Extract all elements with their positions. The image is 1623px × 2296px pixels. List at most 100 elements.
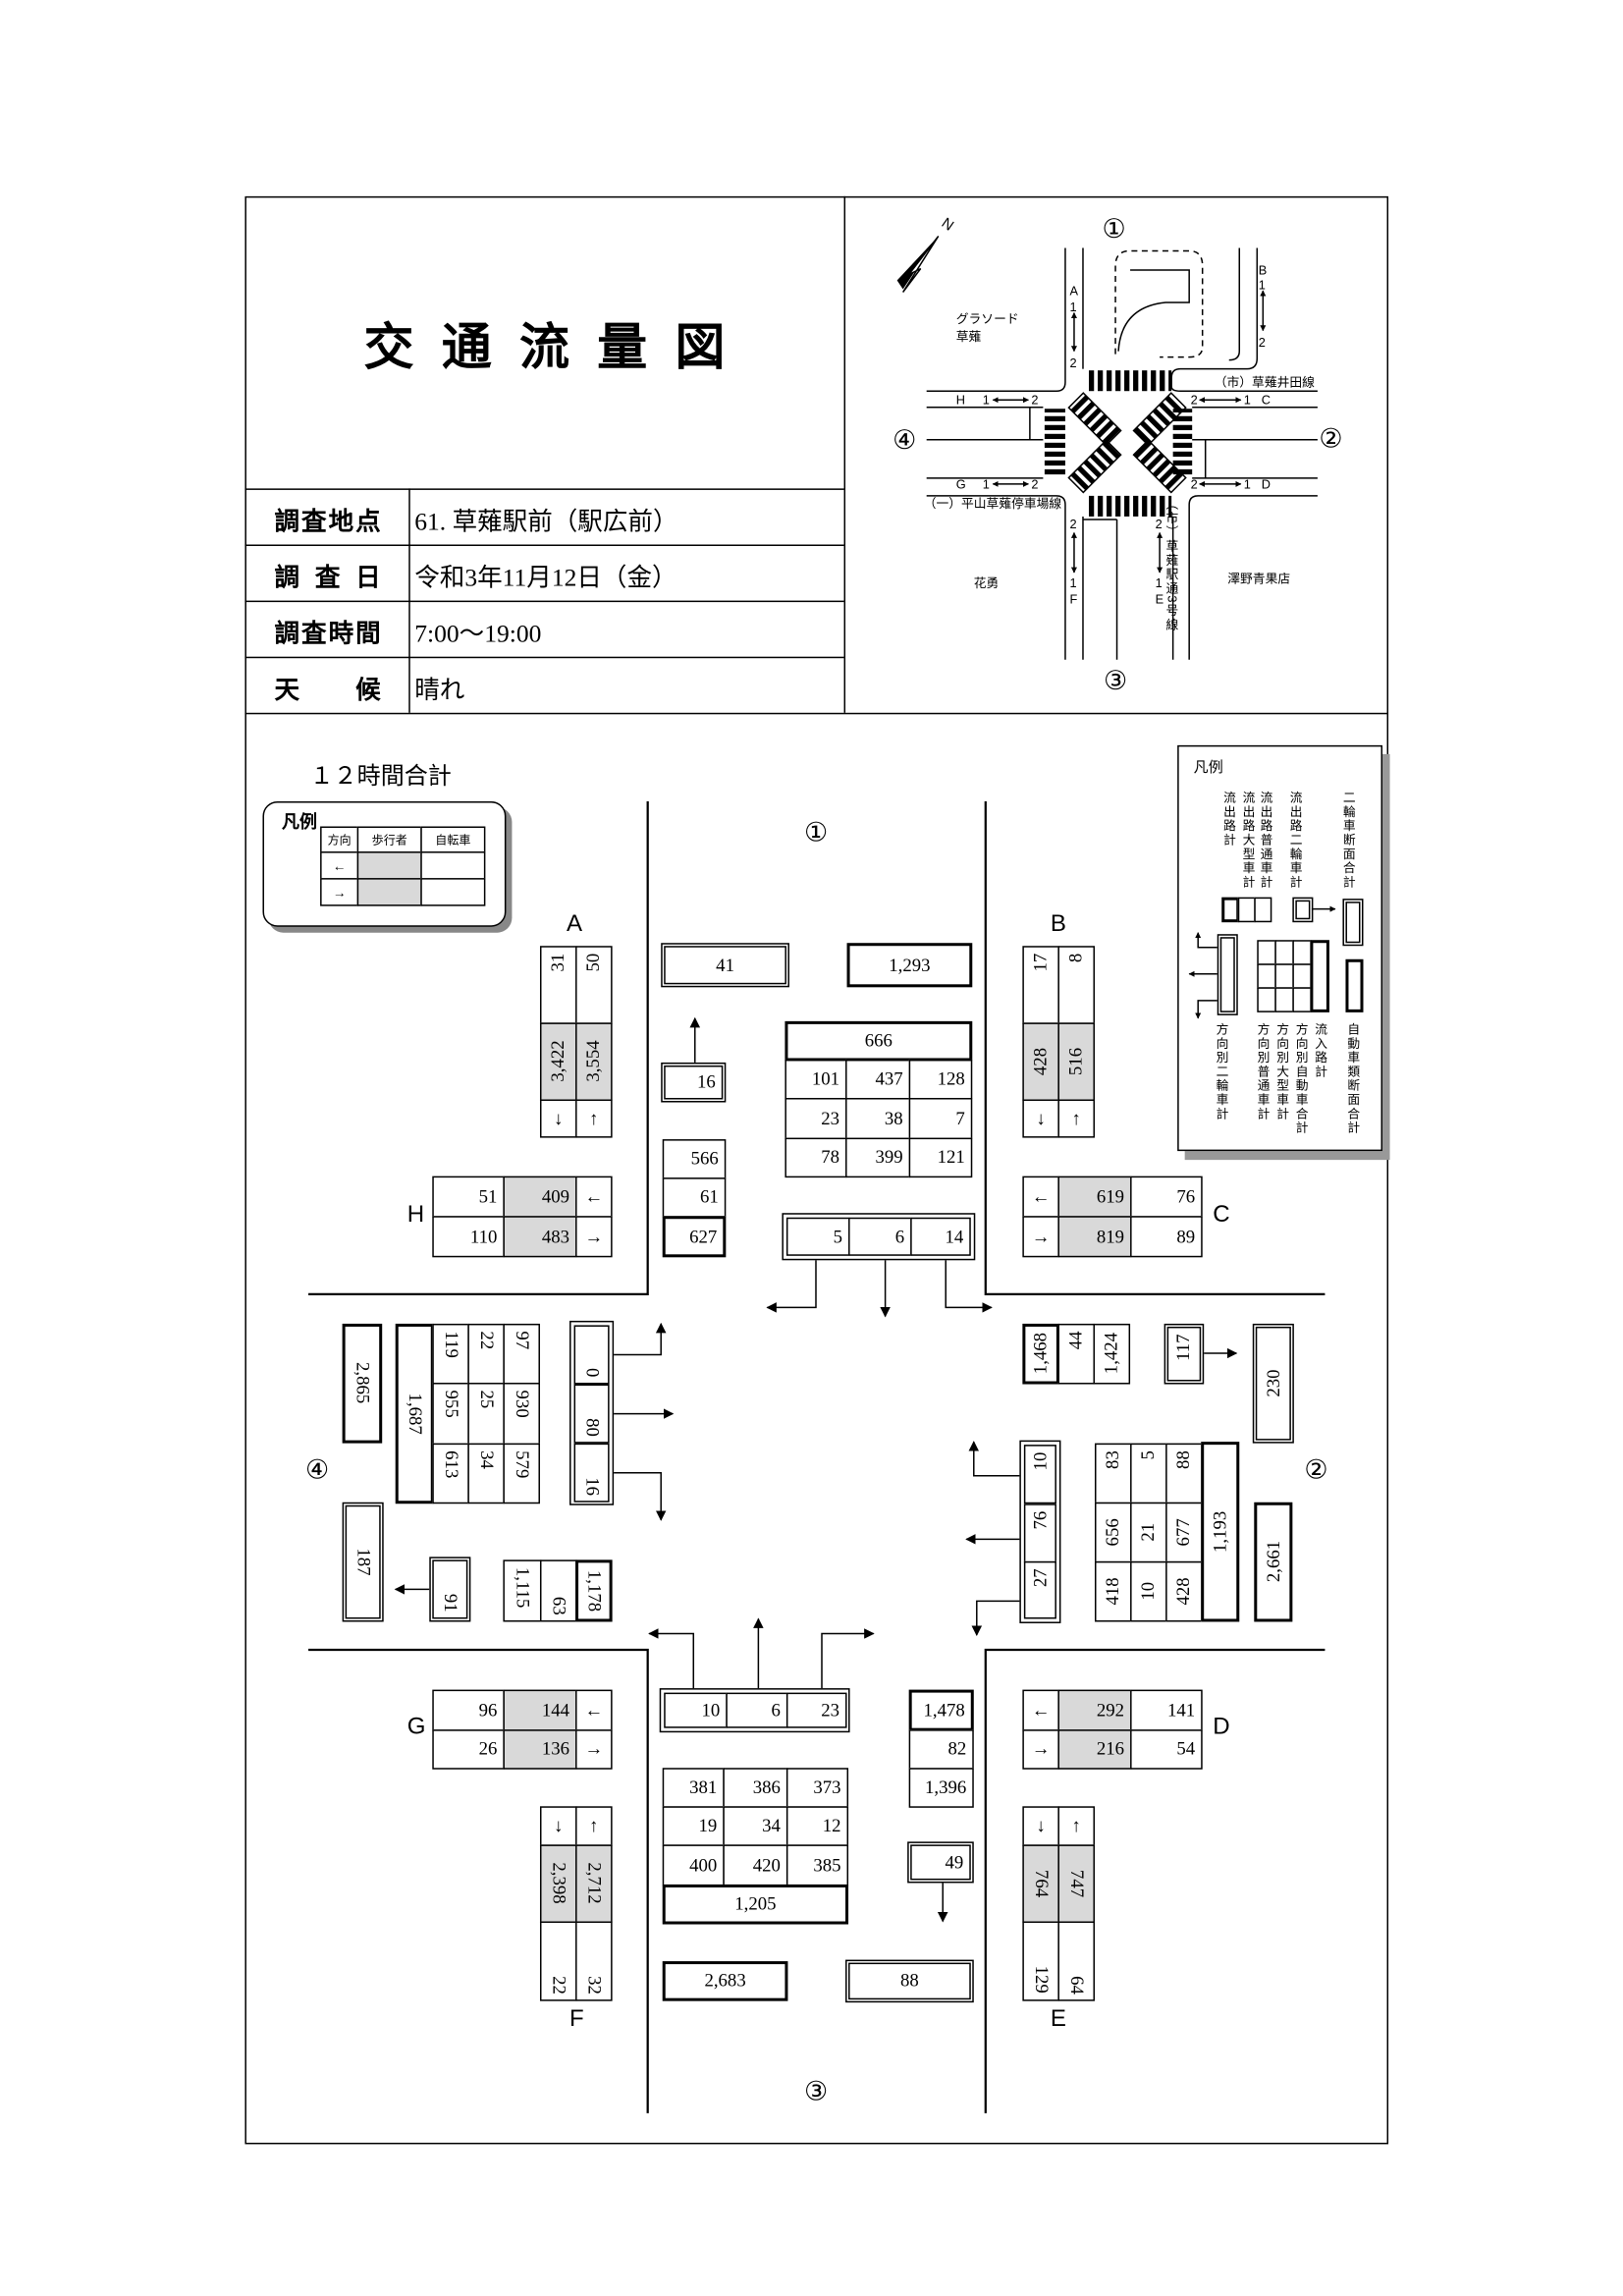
crosswalk-b-label: B bbox=[1050, 911, 1066, 938]
ap2-grid-cell: 677 bbox=[1165, 1502, 1203, 1563]
ap3-grid-cell: 420 bbox=[723, 1844, 788, 1886]
ap1-bike-dir-left: 5 bbox=[785, 1217, 850, 1256]
map-point-a-2: 2 bbox=[1069, 355, 1077, 371]
map-point-b-2: 2 bbox=[1258, 335, 1266, 351]
legend-box bbox=[1254, 897, 1272, 923]
crosswalk-d-bike-left: 141 bbox=[1130, 1689, 1203, 1731]
legend-label: 流入路計 bbox=[1314, 1022, 1329, 1079]
ap3-bike-dir-straight: 6 bbox=[726, 1692, 788, 1728]
map-direction-arrows bbox=[992, 290, 1267, 574]
ap4-grid-cell: 579 bbox=[503, 1443, 540, 1504]
legend-header-direction: 方向 bbox=[320, 826, 359, 853]
legend-bike-cell bbox=[420, 878, 486, 906]
map-point-b-1: 1 bbox=[1258, 277, 1266, 293]
info-col-divider bbox=[408, 488, 410, 713]
legend-title: 凡例 bbox=[1193, 759, 1223, 777]
legend-label: 流出路普通車計 bbox=[1259, 791, 1274, 890]
ap1-outflow-normal: 566 bbox=[662, 1139, 727, 1179]
legend-box bbox=[1221, 897, 1240, 923]
arrow-down-icon: ↓ bbox=[539, 1099, 577, 1138]
ap1-bike-dir-right: 14 bbox=[910, 1217, 971, 1256]
legend-arrow-left: ← bbox=[320, 851, 359, 880]
ap2-vehicle-section-total: 2,661 bbox=[1254, 1502, 1293, 1622]
arrow-right-icon: → bbox=[575, 1216, 613, 1258]
map-point-a: A bbox=[1069, 283, 1078, 299]
info-label-date: 調 査 日 bbox=[274, 564, 381, 592]
ap4-grid-cell: 25 bbox=[467, 1383, 505, 1446]
legend-box bbox=[1342, 899, 1364, 947]
crosswalk-c-bike-left: 76 bbox=[1130, 1175, 1203, 1218]
ap1-grid-cell: 437 bbox=[845, 1059, 911, 1100]
ap1-inflow-total: 666 bbox=[784, 1020, 973, 1062]
ap3-grid-cell: 19 bbox=[662, 1806, 725, 1846]
legend-label: 二輪車断面合計 bbox=[1341, 791, 1357, 890]
legend-label: 流出路計 bbox=[1221, 791, 1238, 847]
ap2-grid-cell: 428 bbox=[1165, 1560, 1203, 1622]
crosswalk-a-ped-down: 3,422 bbox=[539, 1022, 577, 1102]
ap2-bike-dir-straight: 76 bbox=[1023, 1503, 1056, 1563]
ap4-grid-cell: 930 bbox=[503, 1383, 540, 1446]
ap2-outflow-bike: 117 bbox=[1163, 1323, 1205, 1385]
info-line bbox=[244, 656, 844, 659]
crosswalk-a-label: A bbox=[567, 911, 583, 938]
map-point-h-2: 2 bbox=[1031, 392, 1039, 408]
ap4-inflow-total: 1,687 bbox=[395, 1323, 434, 1504]
ap4-outflow-normal: 1,115 bbox=[503, 1559, 542, 1622]
arrow-right-icon: → bbox=[1022, 1216, 1059, 1258]
ap3-outflow-normal: 1,396 bbox=[908, 1768, 974, 1808]
crosswalk-a-bike-down: 31 bbox=[539, 946, 577, 1024]
ap2-grid-cell: 83 bbox=[1095, 1443, 1132, 1504]
arrow-up-icon: ↑ bbox=[575, 1806, 613, 1846]
crosswalk-c-bike-right: 89 bbox=[1130, 1216, 1203, 1258]
map-point-a-1: 1 bbox=[1069, 300, 1077, 315]
crosswalk-e-bike-up: 64 bbox=[1057, 1921, 1096, 2001]
legend-small-title: 凡例 bbox=[282, 811, 318, 833]
ap4-vehicle-section-total: 2,865 bbox=[342, 1323, 383, 1444]
arrow-down-icon: ↓ bbox=[1022, 1099, 1059, 1138]
diagram-title: １２時間合計 bbox=[309, 764, 452, 790]
arrow-up-icon: ↑ bbox=[1057, 1806, 1096, 1846]
legend-label: 自動車類断面合計 bbox=[1346, 1022, 1362, 1135]
ap2-grid-cell: 88 bbox=[1165, 1443, 1203, 1504]
map-point-e: E bbox=[1155, 591, 1164, 607]
map-point-c-2: 2 bbox=[1190, 392, 1198, 408]
road-name-west: （一）平山草薙停車場線 bbox=[923, 495, 1062, 511]
ap2-grid-cell: 656 bbox=[1095, 1502, 1132, 1563]
ap1-bike-dir-straight: 6 bbox=[848, 1217, 912, 1256]
map-point-h: H bbox=[955, 392, 965, 408]
crosswalk-a-ped-up: 3,554 bbox=[575, 1022, 613, 1102]
crosswalk-f-bike-up: 32 bbox=[575, 1921, 613, 2001]
legend-label: 方向別二輪車計 bbox=[1215, 1022, 1230, 1121]
crosswalk-d-ped-left: 292 bbox=[1057, 1689, 1132, 1731]
ap1-outflow-total: 627 bbox=[662, 1216, 727, 1258]
ap4-bike-dir-left: 0 bbox=[573, 1325, 610, 1385]
info-label-location: 調査地点 bbox=[274, 507, 381, 536]
crosswalk-g-bike-left: 96 bbox=[432, 1689, 505, 1731]
arrow-left-icon: ← bbox=[575, 1175, 613, 1218]
approach-4: ④ bbox=[305, 1454, 330, 1485]
diagram-roads bbox=[308, 800, 1325, 2113]
ap3-grid-cell: 385 bbox=[785, 1844, 849, 1886]
legend-ped-cell bbox=[356, 878, 422, 906]
map-point-g-2: 2 bbox=[1031, 476, 1039, 492]
ap4-grid-cell: 34 bbox=[467, 1443, 505, 1504]
crosswalk-e-ped-up: 747 bbox=[1057, 1844, 1096, 1924]
map-approach-2: ② bbox=[1319, 423, 1343, 454]
ap3-grid-cell: 373 bbox=[785, 1768, 849, 1808]
ap3-bike-section-total: 88 bbox=[845, 1959, 974, 2003]
header-bottom-line bbox=[244, 712, 1389, 715]
map-approach-4: ④ bbox=[893, 424, 917, 455]
ap2-grid-cell: 5 bbox=[1130, 1443, 1167, 1504]
ap1-grid-cell: 23 bbox=[784, 1098, 847, 1140]
ap4-grid-cell: 22 bbox=[467, 1323, 505, 1385]
page-title: 交通流量図 bbox=[363, 320, 753, 377]
map-approach-3: ③ bbox=[1104, 665, 1128, 695]
ap4-grid-cell: 119 bbox=[432, 1323, 469, 1385]
outer-frame bbox=[244, 195, 1389, 2145]
map-approach-1: ① bbox=[1102, 213, 1126, 244]
crosswalk-g-label: G bbox=[406, 1715, 426, 1740]
approach-3: ③ bbox=[803, 2076, 829, 2106]
place-grasord: グラソード bbox=[955, 311, 1019, 327]
ap2-outflow-large: 44 bbox=[1057, 1323, 1096, 1385]
ap2-grid-cell: 10 bbox=[1130, 1560, 1167, 1622]
